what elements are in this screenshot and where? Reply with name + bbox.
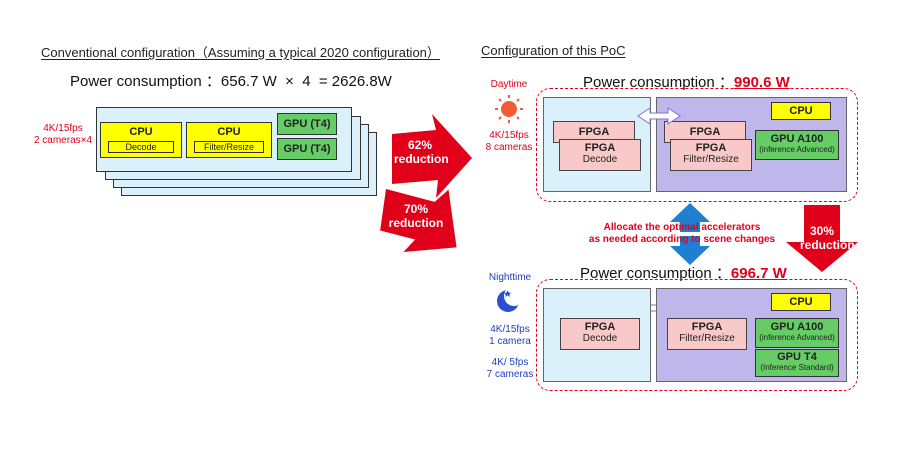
camera-rate: 4K/15fps	[489, 130, 529, 141]
fpga-sub: Decode	[582, 154, 618, 165]
fpga-sub: Decode	[582, 333, 618, 344]
fpga-sub: Filter/Resize	[683, 154, 739, 165]
daytime-dashed-frame	[536, 88, 858, 202]
moon-icon	[497, 286, 524, 312]
sun-icon	[495, 95, 523, 123]
daytime-power: Power consumption ：990.6 W	[583, 71, 790, 92]
gpu-title: GPU T4	[777, 351, 817, 363]
power-value: 990.6 W	[733, 74, 790, 91]
gpu-t4-box-1: GPU (T4)	[277, 113, 337, 135]
reduction-word: reduction	[394, 152, 449, 166]
gpu-t4-box-2: GPU (T4)	[277, 138, 337, 160]
reduction-percent: 70%	[403, 202, 429, 216]
gpu-sub: (inference Advanced)	[759, 333, 835, 342]
nighttime-camera-info-b: 4K/ 5fps 7 cameras	[482, 357, 538, 381]
power-prefix: Power consumption ：	[580, 265, 731, 282]
camera-count: 1 camera	[489, 336, 531, 347]
daytime-label: Daytime	[490, 79, 528, 90]
reduction-percent: 30%	[809, 224, 835, 238]
cpu-sub-decode: Decode	[108, 141, 174, 153]
poc-header: Configuration of this PoC	[481, 43, 626, 58]
fpga-decode-box: FPGA Decode	[560, 318, 640, 350]
gpu-t4-box: GPU T4 (Inference Standard)	[755, 349, 839, 377]
fpga-decode-box: FPGA Decode	[559, 139, 641, 171]
reduction-percent: 62%	[407, 138, 433, 152]
fpga-title: FPGA	[691, 321, 723, 333]
arrow-62	[392, 114, 472, 198]
fpga-title: FPGA	[695, 142, 727, 154]
cpu-label: CPU	[129, 126, 153, 138]
camera-count: 2 cameras×4	[33, 135, 93, 146]
nighttime-power: Power consumption ：696.7 W	[580, 262, 787, 283]
fpga-filter-box: FPGA Filter/Resize	[667, 318, 747, 350]
power-prefix: Power consumption ：	[583, 74, 734, 91]
arrow-30-label: 30% reduction	[800, 224, 855, 252]
cpu-decode-box: CPU Decode	[100, 122, 182, 158]
blue-down-arrow	[670, 236, 710, 265]
cpu-box: CPU	[771, 102, 831, 120]
fpga-filter-box: FPGA Filter/Resize	[670, 139, 752, 171]
fpga-title: FPGA	[584, 321, 616, 333]
blue-up-arrow	[670, 203, 710, 232]
nighttime-dashed-frame	[536, 279, 858, 391]
fpga-sub: Filter/Resize	[679, 333, 735, 344]
camera-count: 8 cameras	[485, 142, 533, 153]
cpu-box: CPU	[771, 293, 831, 311]
fpga-box: FPGA	[664, 121, 746, 143]
conventional-camera-info: 4K/15fps 2 cameras×4	[28, 123, 98, 147]
nighttime-camera-info-a: 4K/15fps 1 camera	[482, 324, 538, 348]
gpu-sub: (inference Advanced)	[759, 145, 835, 154]
camera-rate: 4K/15fps	[490, 324, 530, 335]
nighttime-label: Nighttime	[488, 272, 532, 283]
power-value: 696.7 W	[730, 265, 787, 282]
cpu-filter-box: CPU Filter/Resize	[186, 122, 272, 158]
gpu-title: GPU A100	[770, 133, 824, 145]
gpu-title: GPU A100	[770, 321, 824, 333]
day-connector	[637, 107, 681, 125]
gpu-a100-box: GPU A100 (inference Advanced)	[755, 130, 839, 160]
reduction-word: reduction	[388, 216, 444, 230]
camera-rate: 4K/ 5fps	[491, 357, 529, 368]
note-line-1: Allocate the optimal accelerators	[603, 222, 761, 233]
arrow-70	[380, 188, 457, 252]
arrow-62-label: 62% reduction	[394, 138, 449, 166]
scene-change-note: Allocate the optimal accelerators as nee…	[582, 222, 782, 246]
conventional-power: Power consumption ：656.7 W × 4 = 2626.8W	[70, 73, 392, 90]
note-line-2: as needed according to scene changes	[588, 234, 776, 245]
arrow-70-label: 70% reduction	[388, 202, 444, 230]
cpu-label: CPU	[217, 126, 241, 138]
conventional-header: Conventional configuration（Assuming a ty…	[41, 45, 440, 60]
gpu-a100-box: GPU A100 (inference Advanced)	[755, 318, 839, 348]
daytime-camera-info: 4K/15fps 8 cameras	[480, 130, 538, 154]
camera-rate: 4K/15fps	[43, 123, 83, 134]
arrow-30	[786, 205, 858, 272]
gpu-sub: (Inference Standard)	[760, 363, 834, 372]
cpu-sub-filter: Filter/Resize	[194, 141, 264, 153]
reduction-word: reduction	[800, 238, 855, 252]
camera-count: 7 cameras	[486, 369, 534, 380]
fpga-title: FPGA	[584, 142, 616, 154]
